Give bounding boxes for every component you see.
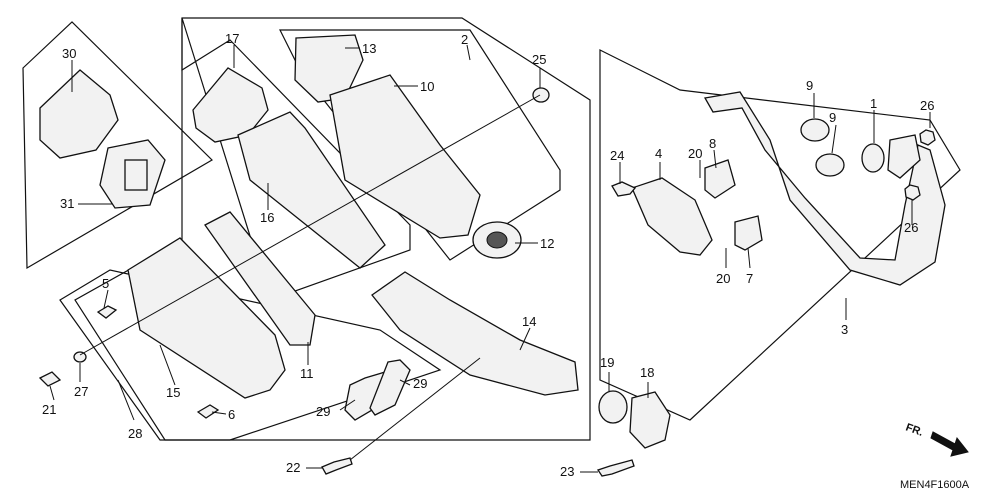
label-26-upper: 26 [920, 98, 934, 113]
direction-indicator: FR. [904, 422, 969, 457]
label-18: 18 [640, 365, 654, 380]
bracket-7 [734, 215, 763, 251]
label-3: 3 [841, 322, 848, 337]
washer-27 [73, 351, 87, 363]
label-20-upper: 20 [688, 146, 702, 161]
label-5: 5 [102, 276, 109, 291]
label-19: 19 [600, 355, 614, 370]
label-16: 16 [260, 210, 274, 225]
label-13: 13 [362, 41, 376, 56]
label-26-lower: 26 [904, 220, 918, 235]
label-30: 30 [62, 46, 76, 61]
nut-26-lower [904, 184, 921, 201]
end-cap-17 [192, 67, 269, 143]
packing-10 [329, 74, 481, 239]
band-clamp-18 [629, 391, 671, 449]
gasket-1 [861, 143, 885, 173]
parts [38, 34, 946, 477]
label-29-left: 29 [316, 404, 330, 419]
label-9-lower: 9 [829, 110, 836, 125]
outline-outer-shell-group [59, 269, 442, 441]
label-22: 22 [286, 460, 300, 475]
label-28: 28 [128, 426, 142, 441]
rivet-5 [96, 305, 118, 319]
outer-shell-15 [127, 237, 286, 399]
label-2: 2 [461, 32, 468, 47]
direction-label: FR. [904, 422, 925, 439]
diagram-code: MEN4F1600A [900, 479, 970, 491]
leader-lines [49, 44, 931, 473]
label-31: 31 [60, 196, 74, 211]
callout-labels: 30 31 17 16 13 10 2 25 12 11 15 14 29 29… [42, 31, 934, 479]
label-21: 21 [42, 402, 56, 417]
spark-arrestor-tube [124, 159, 148, 191]
ring-12-hole [486, 231, 508, 249]
label-17: 17 [225, 31, 239, 46]
gasket-19 [598, 390, 628, 424]
label-12: 12 [540, 236, 554, 251]
heat-shield-4 [631, 177, 713, 256]
bolt-22 [321, 457, 353, 475]
grommet-25 [532, 87, 550, 103]
flange [887, 134, 921, 179]
label-23: 23 [560, 464, 574, 479]
end-cap-30 [39, 69, 119, 159]
label-9-upper: 9 [806, 78, 813, 93]
bracket-8 [704, 159, 736, 199]
header-pipe-3 [703, 91, 946, 286]
label-27: 27 [74, 384, 88, 399]
label-8: 8 [709, 136, 716, 151]
label-11: 11 [300, 366, 314, 381]
mid-pipe-14 [371, 271, 579, 396]
label-15: 15 [166, 385, 180, 400]
clamp-9-upper [800, 118, 830, 142]
bolt-22-line [349, 357, 481, 461]
bolt-21 [38, 371, 62, 387]
direction-arrow-icon [930, 431, 969, 457]
long-bolt-line [79, 94, 541, 356]
label-24: 24 [610, 148, 624, 163]
label-25: 25 [532, 52, 546, 67]
perforated-core-16 [237, 111, 386, 269]
label-20-lower: 20 [716, 271, 730, 286]
clamp-9-lower [815, 153, 845, 177]
label-1: 1 [870, 96, 877, 111]
rivet-6 [196, 404, 220, 419]
bolt-23 [596, 459, 635, 477]
label-14: 14 [522, 314, 536, 329]
label-10: 10 [420, 79, 434, 94]
label-4: 4 [655, 146, 662, 161]
perforated-pipe-11 [204, 211, 316, 346]
outline-pipe-group [599, 49, 961, 421]
bolt-24 [611, 181, 637, 197]
band-29-right [369, 359, 411, 416]
label-6: 6 [228, 407, 235, 422]
label-7: 7 [746, 271, 753, 286]
nut-26-upper [919, 129, 936, 146]
label-29-right: 29 [413, 376, 427, 391]
outline-left-group [22, 21, 213, 270]
